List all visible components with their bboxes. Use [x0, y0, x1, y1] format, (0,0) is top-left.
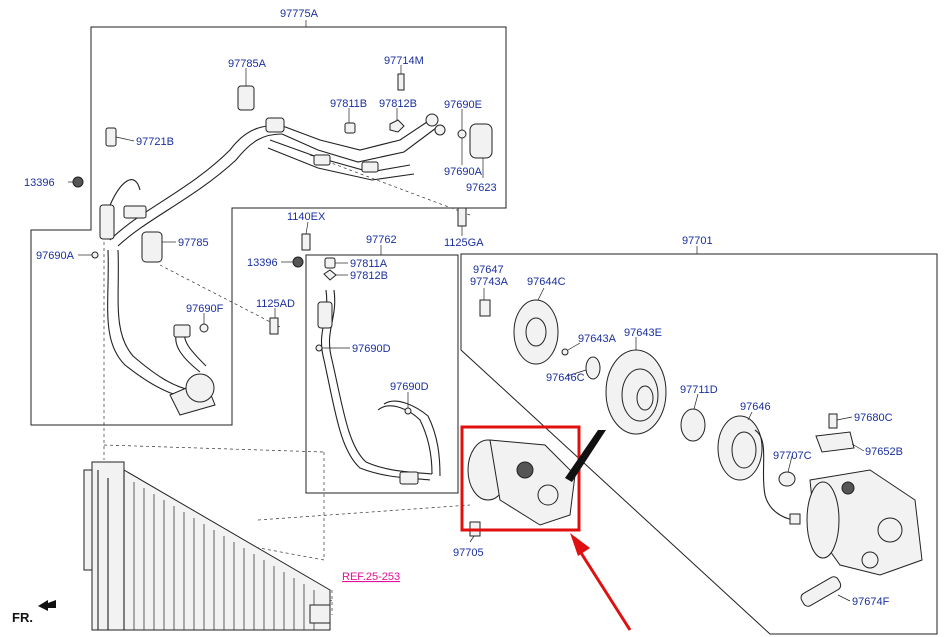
label-97623: 97623	[466, 182, 497, 194]
label-97643E: 97643E	[624, 327, 662, 339]
label-97652B: 97652B	[865, 446, 903, 458]
valve-97623	[469, 123, 493, 159]
compressor-97705	[467, 439, 576, 537]
bolt-97714M	[397, 73, 405, 91]
label-97690A-right: 97690A	[444, 166, 483, 178]
label-97743A: 97743A	[470, 276, 509, 288]
hose-assembly-frame	[30, 26, 507, 426]
label-97812B-top: 97812B	[379, 98, 417, 110]
pressure-sensor	[105, 127, 117, 147]
compressor-pointer	[565, 430, 606, 482]
compressor-assembly-frame	[460, 253, 938, 635]
cap-97812B-top	[389, 119, 405, 133]
label-97785A: 97785A	[228, 58, 267, 70]
label-97811A: 97811A	[350, 258, 388, 270]
label-97811B: 97811B	[330, 98, 367, 110]
suction-hose	[107, 249, 216, 416]
label-97690D-mid: 97690D	[352, 343, 391, 355]
front-arrow-icon	[38, 600, 56, 611]
liquid-tube	[315, 289, 441, 485]
projection-line	[309, 154, 471, 216]
bolt-1140EX	[301, 233, 311, 251]
label-97646: 97646	[740, 401, 771, 413]
condenser	[83, 461, 331, 631]
liquid-tube-frame	[305, 254, 459, 494]
label-97690E: 97690E	[444, 99, 482, 111]
bracket-97652B	[815, 431, 855, 453]
label-97646C: 97646C	[546, 372, 585, 384]
label-97680C: 97680C	[854, 412, 893, 424]
valve-97674F	[800, 576, 842, 607]
label-97647: 97647	[473, 264, 504, 276]
highlight-arrow-shaft	[574, 544, 632, 631]
compressor-exploded-parts	[479, 299, 923, 607]
label-97701: 97701	[682, 235, 713, 247]
bolt-1125AD	[269, 317, 279, 335]
label-97644C: 97644C	[527, 276, 566, 288]
bolt-97680C	[828, 413, 838, 429]
label-97705: 97705	[453, 547, 484, 559]
nut-97707C	[778, 471, 796, 487]
label-97690A-left: 97690A	[36, 250, 75, 262]
label-97785: 97785	[178, 237, 209, 249]
label-97762: 97762	[366, 234, 397, 246]
projection-line	[159, 264, 283, 329]
ref-link: REF.25-253	[342, 571, 400, 583]
label-97690F: 97690F	[186, 303, 224, 315]
part-labels: 97775A 97785A 97714M 97811B 97812B 97690…	[12, 8, 903, 625]
snap-ring-97646C	[585, 356, 601, 380]
oring-97690E	[457, 129, 467, 139]
cap-97811B	[344, 122, 356, 134]
nut-13396-mid	[292, 256, 304, 268]
bolt-1125GA	[457, 207, 467, 227]
snap-ring-97711D	[680, 408, 706, 442]
oring-97690A	[91, 251, 99, 259]
highlight-arrow-head	[570, 533, 590, 556]
cap-97812B-mid	[323, 269, 337, 281]
label-97812B-mid: 97812B	[350, 270, 388, 282]
label-97714M: 97714M	[384, 55, 424, 67]
label-97674F: 97674F	[852, 596, 890, 608]
compressor-highlight-box	[460, 425, 581, 532]
label-13396-left: 13396	[24, 177, 55, 189]
shim-97643A	[561, 348, 569, 356]
front-direction-label: FR.	[12, 610, 33, 625]
clip-97785A	[237, 85, 255, 111]
projection-line	[257, 504, 471, 521]
clip-97785	[141, 231, 163, 263]
label-1125AD: 1125AD	[256, 298, 295, 310]
oring-97690F	[199, 323, 209, 333]
label-97775A: 97775A	[280, 8, 319, 20]
leader-lines	[68, 65, 865, 602]
label-13396-mid: 13396	[247, 257, 278, 269]
label-97711D: 97711D	[680, 384, 718, 396]
bolt-97647	[479, 299, 491, 317]
nut-13396-left	[72, 176, 84, 188]
small-parts	[72, 73, 493, 335]
label-97690D-low: 97690D	[390, 381, 429, 393]
label-97707C: 97707C	[773, 450, 812, 462]
cap-97811A	[324, 257, 336, 269]
projection-line	[103, 444, 325, 453]
label-97643A: 97643A	[578, 333, 617, 345]
label-1140EX: 1140EX	[287, 211, 326, 223]
label-97721B: 97721B	[136, 136, 174, 148]
label-1125GA: 1125GA	[444, 237, 484, 249]
discharge-hose	[99, 113, 446, 247]
